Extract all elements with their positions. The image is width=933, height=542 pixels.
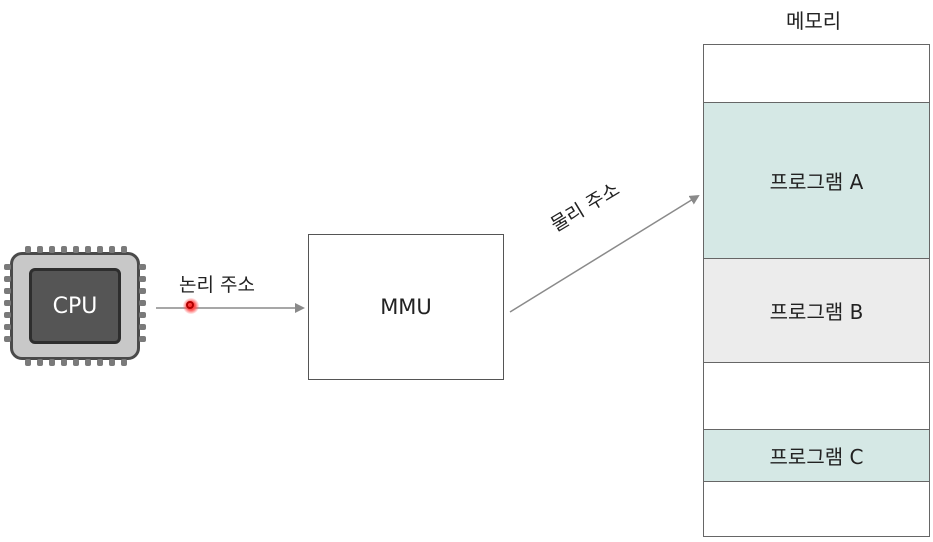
- memory-segment-program-b: 프로그램 B: [703, 258, 930, 362]
- cpu-pin: [139, 288, 146, 294]
- cpu-pin: [25, 246, 31, 253]
- logical-address-label: 논리 주소: [179, 274, 255, 296]
- memory-segment-free-middle: [703, 362, 930, 429]
- cpu-pin: [4, 276, 11, 282]
- cpu-pin: [4, 300, 11, 306]
- memory-segment-label: 프로그램 B: [769, 300, 864, 324]
- cpu-pin: [49, 246, 55, 253]
- cpu-pin: [97, 359, 103, 366]
- cpu-pin: [121, 359, 127, 366]
- memory-segment-program-c: 프로그램 C: [703, 429, 930, 481]
- cpu-pin: [139, 300, 146, 306]
- cpu-pin: [121, 246, 127, 253]
- cpu-pin: [4, 264, 11, 270]
- cpu-pin: [109, 246, 115, 253]
- cpu-pin: [61, 359, 67, 366]
- cpu-pin: [139, 324, 146, 330]
- cpu-pin: [25, 359, 31, 366]
- mmu-label: MMU: [380, 295, 432, 319]
- memory-segment-free-top: [703, 44, 930, 102]
- cpu-pin: [37, 359, 43, 366]
- memory-segment-free-bottom: [703, 481, 930, 537]
- mmu-box: MMU: [308, 234, 504, 380]
- cpu-pin: [4, 324, 11, 330]
- cpu-pin: [4, 288, 11, 294]
- cpu-pin: [139, 276, 146, 282]
- cpu-pin: [109, 359, 115, 366]
- memory-segment-program-a: 프로그램 A: [703, 102, 930, 258]
- cursor-pointer-ring: [186, 301, 194, 309]
- cpu-pin: [85, 359, 91, 366]
- cpu-pin: [49, 359, 55, 366]
- cpu-pin: [4, 312, 11, 318]
- cpu-pin: [85, 246, 91, 253]
- cpu-pin: [61, 246, 67, 253]
- cpu-pin: [73, 246, 79, 253]
- cpu-pin: [4, 336, 11, 342]
- memory-segment-label: 프로그램 A: [769, 170, 864, 194]
- memory-segment-label: 프로그램 C: [769, 445, 864, 469]
- cpu-pin: [139, 312, 146, 318]
- cpu-pin: [73, 359, 79, 366]
- cpu-pin: [139, 336, 146, 342]
- cpu-core-label: CPU: [29, 268, 121, 344]
- cpu-pin: [37, 246, 43, 253]
- physical-address-arrow: [509, 194, 700, 313]
- memory-title: 메모리: [786, 9, 842, 33]
- cpu-pin: [97, 246, 103, 253]
- cpu-pin: [139, 264, 146, 270]
